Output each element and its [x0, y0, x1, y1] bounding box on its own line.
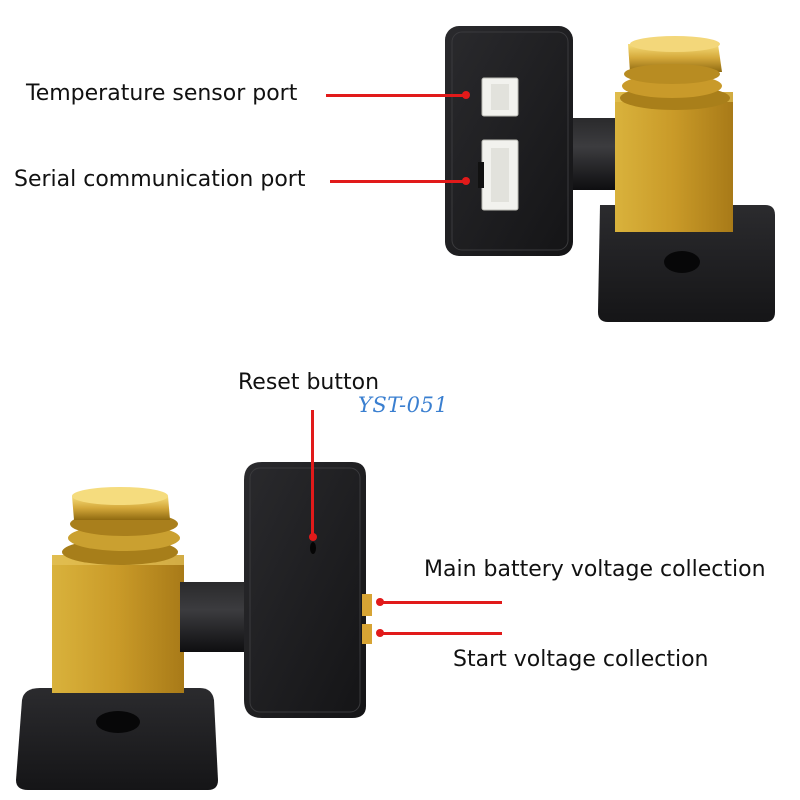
model-watermark: YST-051: [358, 393, 449, 417]
top-device: [445, 26, 775, 322]
serial-port-label: Serial communication port: [14, 167, 306, 192]
reset-button-label: Reset button: [238, 370, 380, 395]
temperature-callout-line: [326, 94, 466, 97]
start-voltage-callout-line: [380, 632, 502, 635]
serial-callout-line: [330, 180, 466, 183]
reset-callout-line: [311, 410, 314, 538]
temperature-callout-dot: [462, 91, 470, 99]
serial-callout-dot: [462, 177, 470, 185]
temperature-port-label: Temperature sensor port: [26, 81, 298, 106]
start-voltage-callout-dot: [376, 629, 384, 637]
main-battery-callout-dot: [376, 598, 384, 606]
reset-callout-dot: [309, 533, 317, 541]
main-battery-callout-line: [380, 601, 502, 604]
main-battery-label: Main battery voltage collection: [424, 557, 766, 582]
bottom-device: [16, 462, 372, 790]
start-voltage-label: Start voltage collection: [453, 647, 709, 672]
